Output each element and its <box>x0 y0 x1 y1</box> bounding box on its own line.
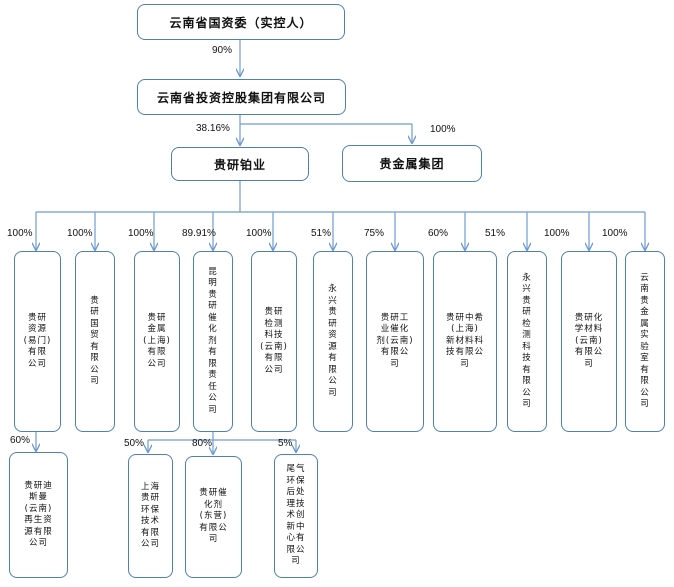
pct-s11: 100% <box>602 228 628 239</box>
pct-s6: 51% <box>311 228 332 239</box>
entity-g3: 贵研催 化剂 (东营) 有限公 司 <box>185 456 242 578</box>
entity-g4: 尾气 环保 后处 理技 术创 新中 心有 限公 司 <box>274 454 318 578</box>
entity-s2: 贵研国贸有限公司 <box>75 251 115 432</box>
entity-s7: 贵研工 业催化 剂(云南) 有限公 司 <box>366 251 424 432</box>
entity-s5: 贵研 检测 科技 (云南) 有限 公司 <box>251 251 297 432</box>
entity-label: 贵金属集团 <box>379 157 445 171</box>
entity-s1: 贵研 资源 (易门) 有限 公司 <box>14 251 61 432</box>
entity-label: 贵研 金属 (上海) 有限 公司 <box>143 312 171 369</box>
entity-s8: 贵研中希 (上海) 新材料科 技有限公 司 <box>433 251 497 432</box>
entity-s6: 永兴贵研资源有限公司 <box>313 251 353 432</box>
pct-s4: 89.91% <box>182 228 216 239</box>
entity-g1: 贵研迪 斯曼 (云南) 再生资 源有限 公司 <box>9 452 68 578</box>
pct-s3: 100% <box>128 228 154 239</box>
pct-g4: 5% <box>278 438 293 449</box>
entity-s9: 永兴贵研检测科技有限公司 <box>507 251 547 432</box>
entity-gzw: 云南省国资委（实控人） <box>137 4 345 40</box>
entity-label: 云南贵金属实验室有限公司 <box>640 272 650 410</box>
entity-label: 贵研 资源 (易门) 有限 公司 <box>23 312 52 369</box>
entity-label: 永兴贵研检测科技有限公司 <box>522 272 532 410</box>
pct-g1: 60% <box>10 435 31 446</box>
pct-g2: 50% <box>124 438 145 449</box>
entity-g2: 上海 贵研 环保 技术 有限 公司 <box>128 454 173 578</box>
entity-label: 云南省投资控股集团有限公司 <box>156 90 326 105</box>
entity-s4: 昆明贵研催化剂有限责任公司 <box>193 251 233 432</box>
entity-label: 贵研国贸有限公司 <box>90 295 100 387</box>
pct-s2: 100% <box>67 228 93 239</box>
entity-label: 贵研迪 斯曼 (云南) 再生资 源有限 公司 <box>24 480 53 549</box>
entity-s3: 贵研 金属 (上海) 有限 公司 <box>134 251 180 432</box>
entity-label: 贵研中希 (上海) 新材料科 技有限公 司 <box>445 312 484 369</box>
pct-gzw-tkjt: 90% <box>212 45 233 56</box>
entity-label: 贵研催 化剂 (东营) 有限公 司 <box>199 488 228 545</box>
entity-label: 贵研铂业 <box>213 157 266 172</box>
entity-label: 贵研工 业催化 剂(云南) 有限公 司 <box>376 312 414 369</box>
entity-label: 贵研化 学材料 (云南) 有限公 司 <box>574 312 604 369</box>
pct-s1: 100% <box>7 228 33 239</box>
entity-label: 昆明贵研催化剂有限责任公司 <box>208 266 218 415</box>
pct-s10: 100% <box>544 228 570 239</box>
entity-s10: 贵研化 学材料 (云南) 有限公 司 <box>561 251 617 432</box>
pct-tkjt-gjsj: 100% <box>430 124 456 135</box>
entity-label: 永兴贵研资源有限公司 <box>328 284 338 398</box>
pct-tkjt-gybo: 38.16% <box>196 123 230 134</box>
entity-label: 上海 贵研 环保 技术 有限 公司 <box>140 481 160 550</box>
entity-label: 云南省国资委（实控人） <box>169 15 313 30</box>
entity-label: 贵研 检测 科技 (云南) 有限 公司 <box>260 307 288 375</box>
pct-s7: 75% <box>364 228 385 239</box>
entity-s11: 云南贵金属实验室有限公司 <box>625 251 665 432</box>
entity-gjsj: 贵金属集团 <box>342 145 482 182</box>
pct-g3: 80% <box>192 438 213 449</box>
entity-label: 尾气 环保 后处 理技 术创 新中 心有 限公 司 <box>286 464 306 567</box>
pct-s8: 60% <box>428 228 449 239</box>
pct-s9: 51% <box>485 228 506 239</box>
pct-s5: 100% <box>246 228 272 239</box>
entity-tkjt: 云南省投资控股集团有限公司 <box>137 79 346 115</box>
entity-gybo: 贵研铂业 <box>171 147 309 181</box>
